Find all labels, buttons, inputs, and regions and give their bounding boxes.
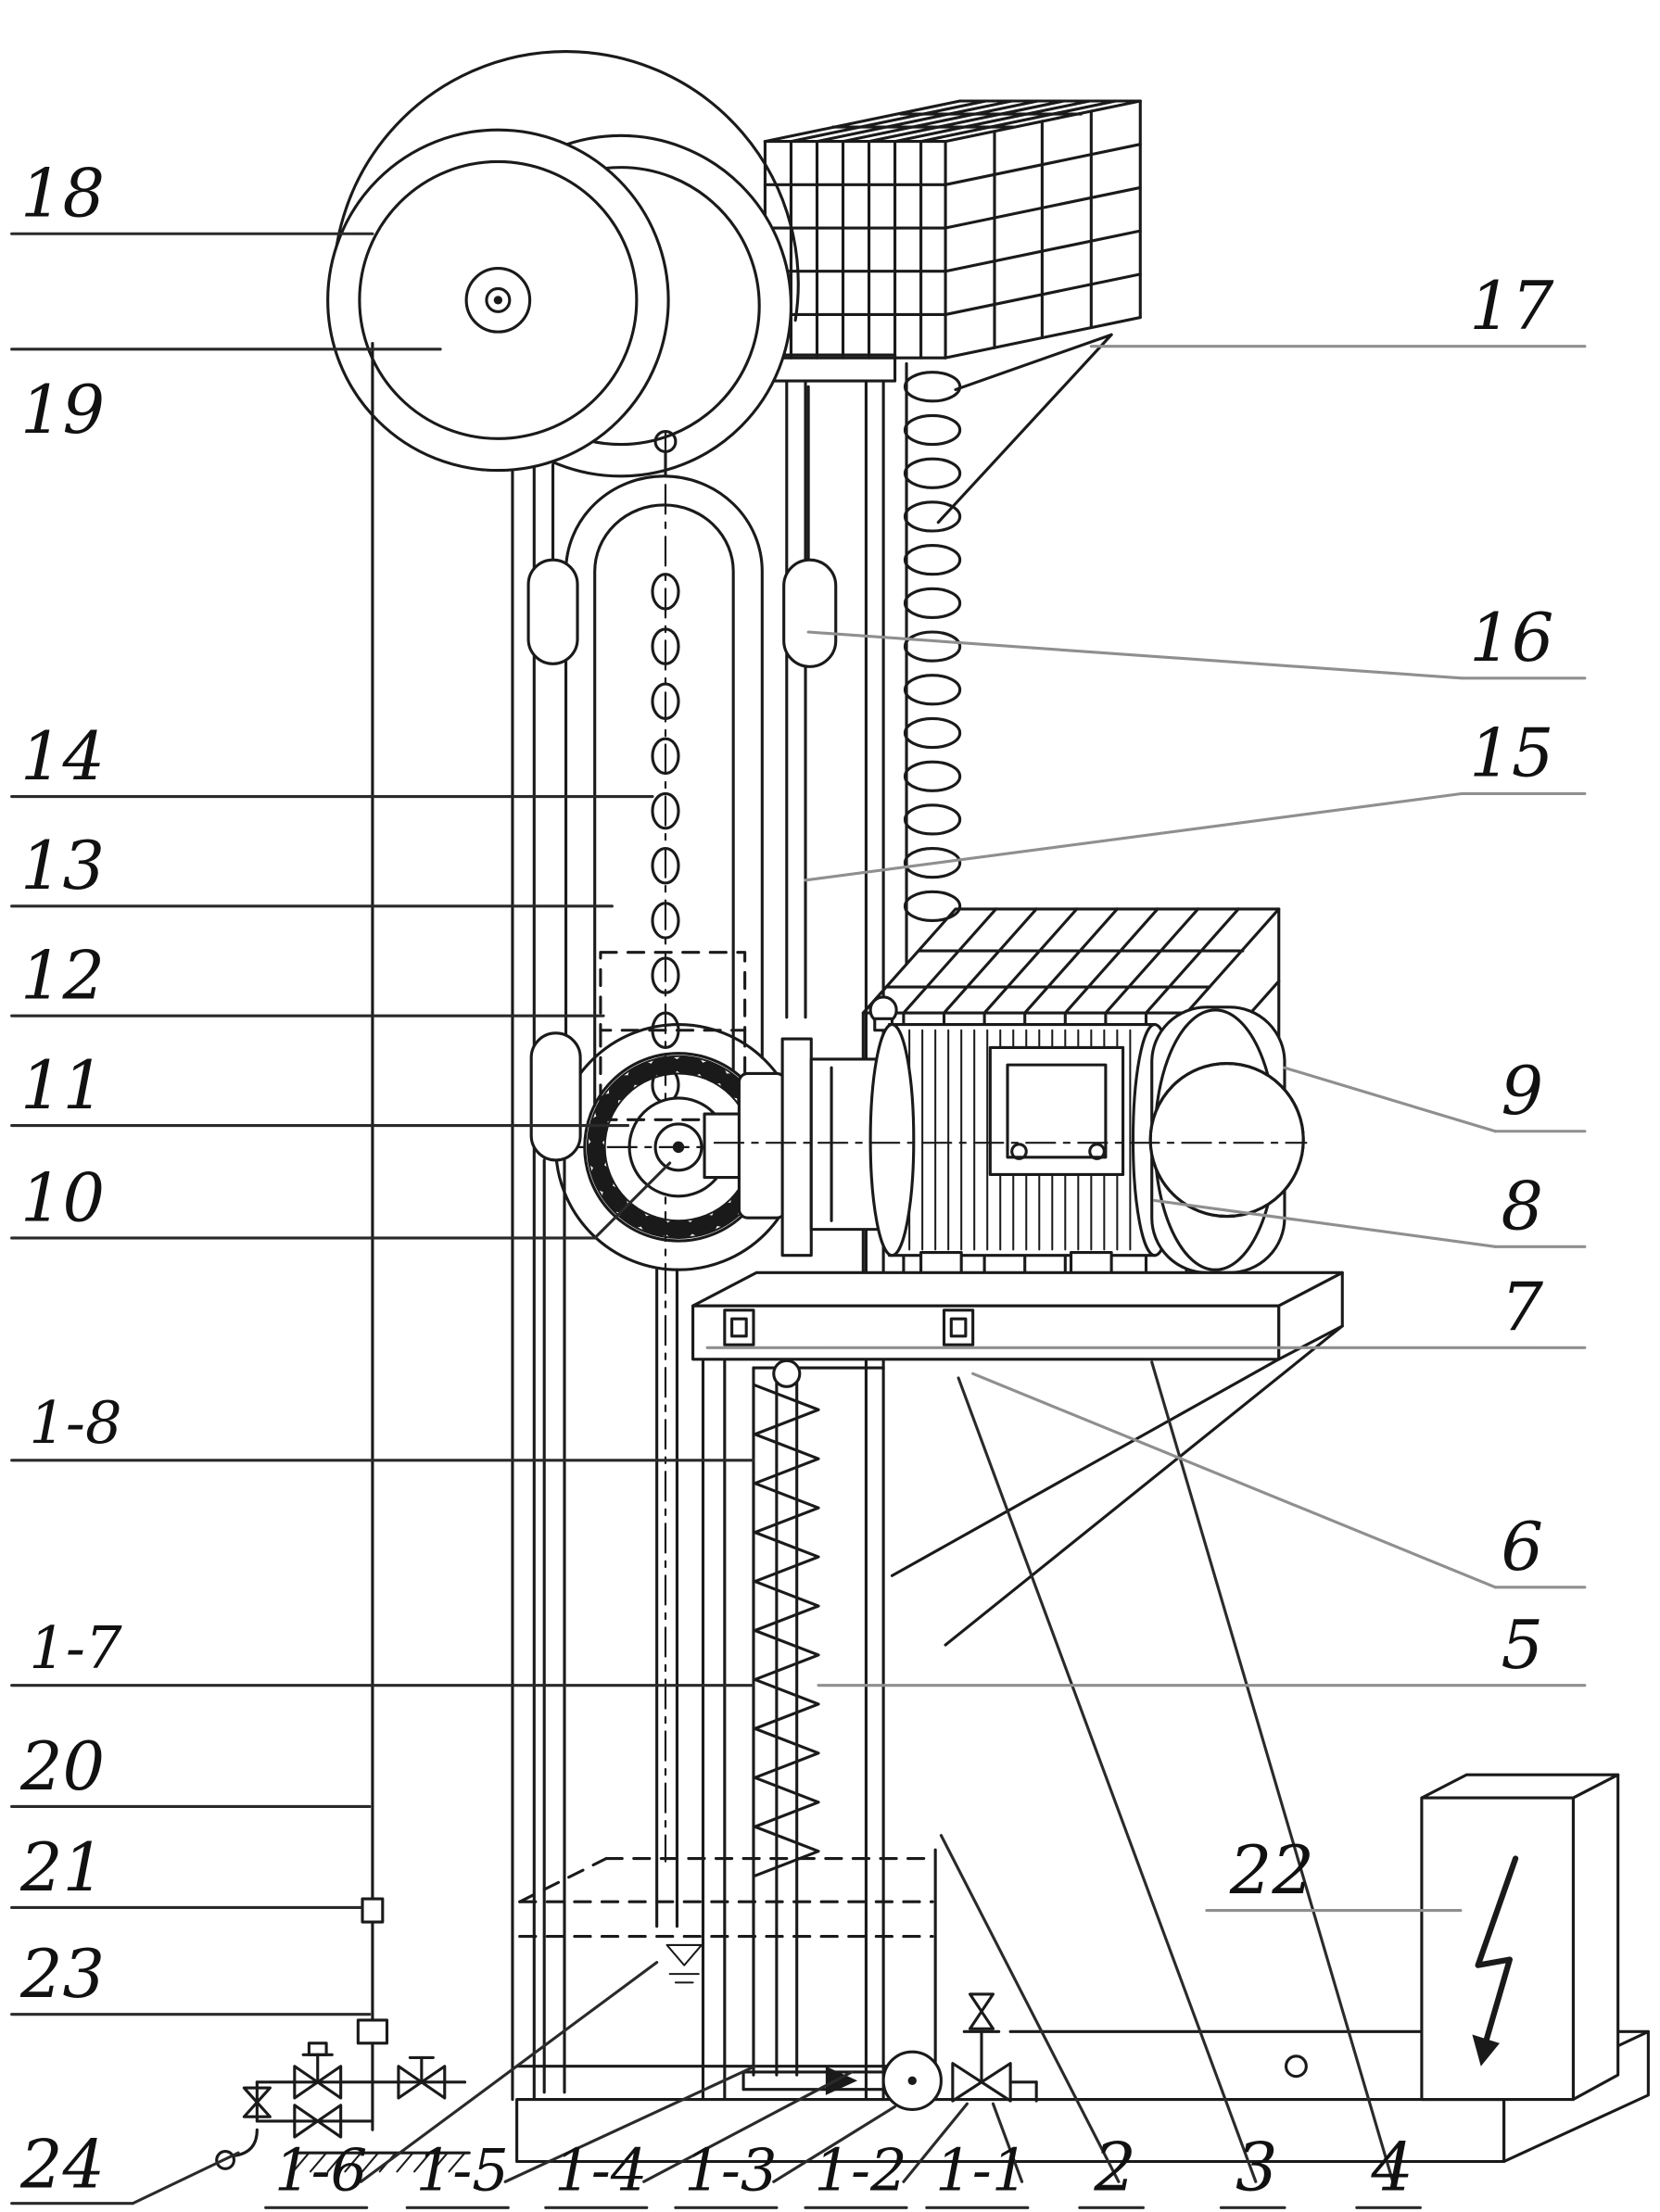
part-label-1-6: 1-6 bbox=[274, 2137, 367, 2205]
cable-gland bbox=[1284, 2054, 1308, 2079]
drum-housing-arc bbox=[332, 50, 800, 322]
pipe-flange bbox=[356, 2018, 389, 2045]
adjuster-dashed-box bbox=[599, 951, 747, 1032]
part-label-5: 5 bbox=[1502, 1607, 1544, 1684]
part-label-10: 10 bbox=[20, 1159, 105, 1236]
pulley-assembly bbox=[326, 50, 810, 567]
valve bbox=[242, 2086, 272, 2105]
part-label-16: 16 bbox=[1469, 600, 1553, 676]
water-level-icon bbox=[665, 1943, 703, 1966]
support-strut bbox=[890, 1358, 1281, 1577]
part-label-23: 23 bbox=[19, 1936, 105, 2013]
screw-flighting bbox=[753, 1384, 820, 1877]
part-label-19: 19 bbox=[20, 372, 105, 449]
lightning-icon bbox=[1472, 1855, 1519, 2067]
part-label-1-4: 1-4 bbox=[554, 2137, 647, 2205]
electric-motor bbox=[703, 995, 1308, 1283]
drain-hook bbox=[232, 2128, 259, 2157]
clamp-bolt bbox=[723, 1308, 755, 1346]
clamp-bolt bbox=[942, 1308, 975, 1346]
valve bbox=[293, 2065, 320, 2100]
coupling-bell bbox=[737, 1071, 787, 1220]
guide-roller-right bbox=[782, 558, 838, 668]
part-label-6: 6 bbox=[1502, 1509, 1544, 1586]
liquid-tank bbox=[515, 1848, 937, 2102]
part-label-7: 7 bbox=[1502, 1270, 1544, 1346]
support-strut bbox=[944, 1324, 1344, 1647]
part-label-13: 13 bbox=[20, 828, 105, 904]
dip-tubes bbox=[542, 1158, 679, 2094]
valve bbox=[951, 2062, 983, 2103]
valve bbox=[293, 2104, 320, 2139]
part-label-3: 3 bbox=[1235, 2130, 1278, 2206]
part-labels: 18 19 14 13 12 11 10 1-8 1-7 20 21 23 24… bbox=[19, 156, 1554, 2206]
drain-plumbing bbox=[215, 342, 471, 2173]
part-label-21: 21 bbox=[19, 1829, 105, 1906]
part-label-12: 12 bbox=[20, 937, 105, 1014]
fan-grille bbox=[1148, 1062, 1305, 1219]
guide-roller-lower bbox=[529, 1031, 582, 1162]
part-label-15: 15 bbox=[1469, 715, 1553, 792]
coil-spring bbox=[903, 361, 962, 966]
leader-lines bbox=[10, 232, 1587, 2209]
part-label-1-1: 1-1 bbox=[935, 2137, 1028, 2205]
part-label-1-8: 1-8 bbox=[29, 1389, 121, 1457]
part-label-1-2: 1-2 bbox=[814, 2137, 906, 2205]
part-label-14: 14 bbox=[20, 718, 105, 795]
top-mesh-cage bbox=[763, 99, 1142, 525]
screw-shaft bbox=[752, 1359, 885, 2077]
output-shaft bbox=[703, 1112, 744, 1180]
coupling-flange bbox=[780, 1037, 813, 1258]
part-label-4: 4 bbox=[1370, 2130, 1413, 2206]
part-label-8: 8 bbox=[1502, 1169, 1544, 1245]
electrical-control-box bbox=[1420, 1773, 1620, 2102]
part-label-22: 22 bbox=[1229, 1832, 1314, 1909]
pipe-connector bbox=[361, 1897, 385, 1924]
part-label-18: 18 bbox=[20, 156, 105, 233]
valve bbox=[397, 2065, 424, 2100]
part-label-24: 24 bbox=[19, 2127, 105, 2204]
part-label-1-7: 1-7 bbox=[29, 1614, 122, 1682]
part-label-20: 20 bbox=[19, 1728, 105, 1805]
part-label-11: 11 bbox=[20, 1047, 105, 1124]
motor-base-plate bbox=[691, 1270, 1344, 1647]
pump-and-valves bbox=[741, 1992, 1038, 2112]
part-label-9: 9 bbox=[1502, 1053, 1544, 1130]
flow-arrow bbox=[825, 2066, 858, 2095]
part-label-2: 2 bbox=[1093, 2130, 1136, 2206]
part-label-17: 17 bbox=[1469, 268, 1554, 345]
part-label-1-3: 1-3 bbox=[684, 2137, 777, 2205]
part-label-1-5: 1-5 bbox=[416, 2137, 509, 2205]
guide-roller-upper bbox=[526, 558, 579, 665]
